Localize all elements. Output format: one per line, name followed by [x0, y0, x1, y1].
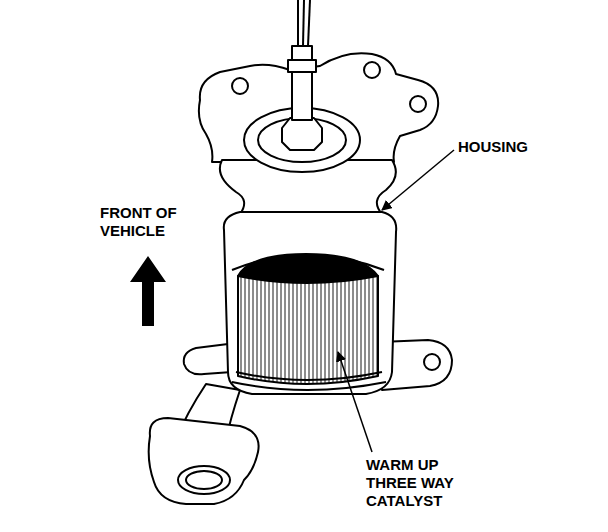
direction-arrow — [130, 256, 166, 326]
leader-line — [382, 150, 454, 210]
sensor-wire — [297, 0, 299, 46]
retainer-band — [236, 372, 382, 380]
oxygen-sensor — [288, 60, 316, 72]
oxygen-sensor — [292, 46, 312, 120]
leader-line — [338, 352, 372, 452]
sensor-wire — [308, 0, 310, 46]
bolt-hole — [410, 96, 426, 112]
upper-flange — [199, 53, 438, 162]
bolt-hole — [424, 354, 440, 370]
part-label: WARM UP THREE WAY CATALYST — [366, 456, 470, 510]
catalyst-face — [238, 254, 378, 283]
outlet-opening — [178, 466, 230, 494]
cut-edge — [232, 255, 384, 270]
housing-body — [224, 212, 396, 394]
direction-label: FRONT OF VEHICLE — [100, 204, 184, 240]
bolt-hole — [232, 78, 248, 94]
retainer-band — [232, 382, 386, 390]
sensor-nut — [282, 118, 322, 150]
sensor-boss — [258, 118, 346, 162]
outlet-opening — [186, 471, 222, 489]
part-label: HOUSING — [458, 138, 588, 156]
bolt-hole — [364, 62, 380, 78]
outlet-flange — [149, 418, 259, 504]
mount-tab — [184, 344, 232, 374]
catalyst-core — [238, 276, 378, 384]
sensor-wire — [303, 0, 304, 46]
